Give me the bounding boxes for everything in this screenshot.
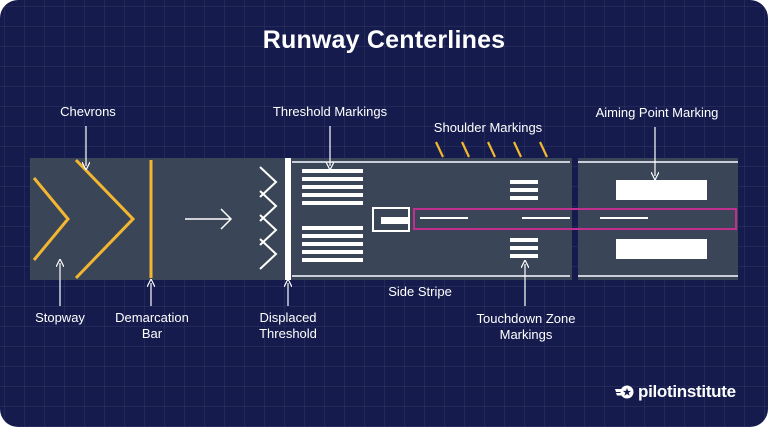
arrowhead-marking-3 [259, 214, 278, 246]
touchdown-zone-label: Touchdown Zone Markings [462, 311, 590, 343]
diagram-title: Runway Centerlines [262, 26, 506, 54]
shoulder-markings [435, 141, 548, 158]
shoulder-stripe [539, 141, 548, 158]
aiming-point-marking-label: Aiming Point Marking [595, 105, 719, 120]
threshold-stripe [302, 201, 363, 205]
threshold-stripe [302, 169, 363, 173]
displaced-threshold-label-line1: Displaced [259, 310, 317, 325]
threshold-markings-label: Threshold Markings [272, 104, 388, 119]
touchdown-zone-markings [510, 180, 538, 258]
demarcation-bar-label: Demarcation Bar [106, 310, 198, 342]
touchdown-zone-label-line1: Touchdown Zone [476, 311, 576, 326]
threshold-stripe [302, 250, 363, 254]
stopway-surface [30, 158, 286, 280]
touchdown-stripe [510, 180, 538, 184]
touchdown-stripe [510, 254, 538, 258]
touchdown-stripe [510, 196, 538, 200]
threshold-stripe [302, 226, 363, 230]
touchdown-stripe [510, 246, 538, 250]
side-stripe-label: Side Stripe [388, 284, 452, 299]
shoulder-stripe [435, 141, 444, 158]
touchdown-stripe [510, 188, 538, 192]
brand-logo: pilotinstitute [614, 381, 736, 403]
chevron-marking-1 [32, 177, 70, 261]
demarcation-bar-label-line2: Bar [141, 326, 163, 341]
shoulder-markings-label: Shoulder Markings [433, 120, 543, 135]
winged-star-icon [615, 385, 634, 399]
shoulder-stripe [487, 141, 496, 158]
displaced-threshold-label: Displaced Threshold [248, 310, 328, 342]
stopway-label: Stopway [35, 310, 85, 325]
touchdown-stripe [510, 238, 538, 242]
brand-name: pilotinstitute [638, 382, 736, 401]
displaced-arrow-head [220, 208, 233, 230]
threshold-markings [302, 169, 363, 262]
threshold-stripe [302, 234, 363, 238]
demarcation-bar-label-line1: Demarcation [115, 310, 189, 325]
arrowhead-marking-2 [259, 190, 278, 222]
centerline-highlight-box [413, 208, 737, 230]
threshold-stripe [302, 242, 363, 246]
touchdown-zone-label-line2: Markings [499, 327, 553, 342]
aiming-point-marking-top [616, 180, 707, 200]
threshold-stripe [302, 258, 363, 262]
threshold-bar [285, 158, 291, 280]
arrowhead-marking-1 [259, 166, 278, 198]
chevron-marking-2 [74, 158, 136, 280]
shoulder-stripe [513, 141, 522, 158]
aiming-point-marking-bottom [616, 239, 707, 259]
runway-designation-bar [381, 217, 409, 224]
threshold-stripe [302, 177, 363, 181]
shoulder-stripe [461, 141, 470, 158]
threshold-stripe [302, 193, 363, 197]
displaced-threshold-label-line2: Threshold [259, 326, 317, 341]
threshold-stripe [302, 185, 363, 189]
chevrons-label: Chevrons [60, 104, 116, 119]
arrowhead-marking-4 [259, 238, 278, 270]
